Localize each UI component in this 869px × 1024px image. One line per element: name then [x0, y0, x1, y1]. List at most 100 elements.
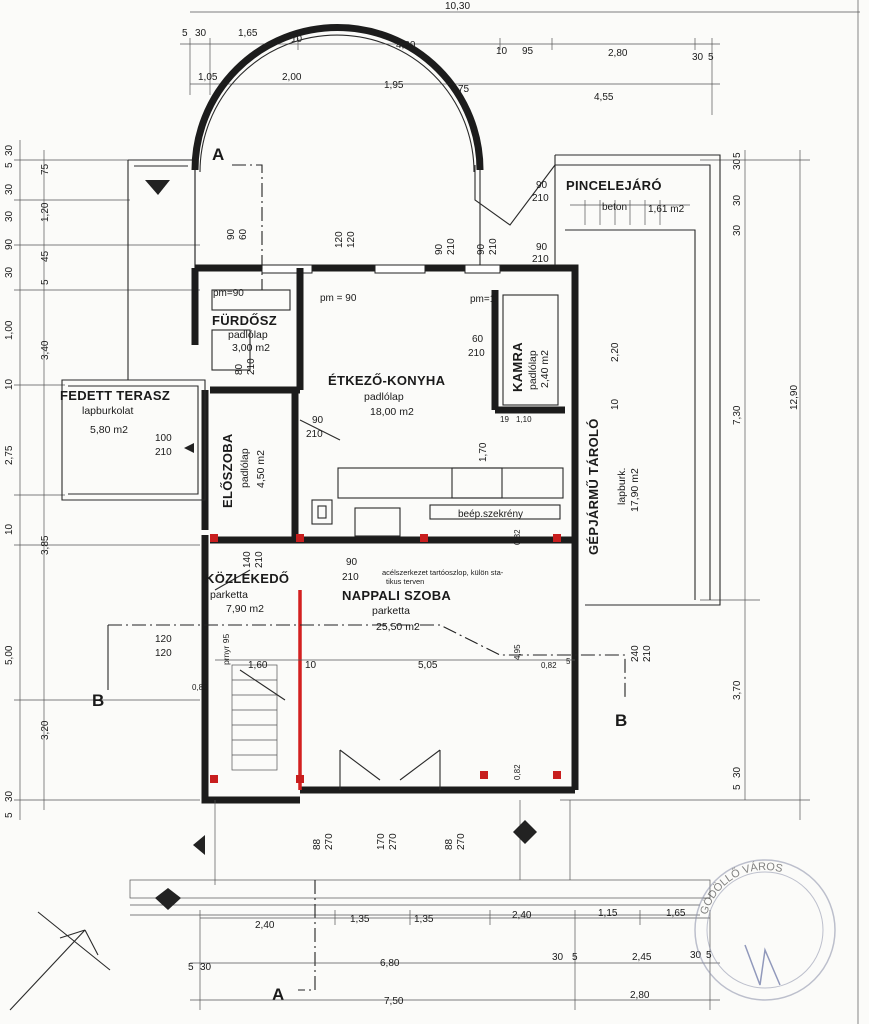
dim-right-6: 3,70	[732, 680, 743, 700]
dim-left-6: 30	[4, 210, 15, 222]
dim-bottom1-4: 2,40	[512, 910, 532, 921]
dim-right-7: 5	[732, 784, 743, 790]
dim-bottom1-5: 1,15	[598, 908, 618, 919]
door-d11-width: 120	[155, 634, 172, 645]
dim-bottom2-6: 2,45	[632, 952, 652, 963]
dim-right-total: 12,90	[789, 385, 800, 410]
dim-left-20: 30	[4, 790, 15, 802]
dim-left-5: 1,20	[40, 202, 51, 222]
door-d1-width: 90	[226, 228, 237, 240]
door-d17-width: 60	[472, 334, 484, 345]
dim-top2-4: 75	[458, 84, 470, 95]
dim-right-4: 30	[732, 224, 743, 236]
dim-top-4: 10	[291, 34, 303, 45]
signature-mark	[744, 944, 781, 986]
door-d3-height: 210	[446, 238, 457, 255]
dim-left-13: 10	[4, 378, 15, 390]
door-d8-width: 100	[155, 433, 172, 444]
room-name-furdoszoba: FÜRDŐSZ	[212, 313, 277, 328]
door-d2-width: 120	[334, 231, 345, 248]
room-floor-nappali: parketta	[372, 605, 410, 617]
note-prnyr: prnyr 95	[221, 634, 231, 665]
dim-left-2: 30	[4, 144, 15, 156]
door-d10-width: 90	[346, 557, 358, 568]
dim-left-1: 5	[4, 162, 15, 168]
room-name-fedett-terasz: FEDETT TERASZ	[60, 388, 170, 403]
top-dimension-chains: 10,30 5 30 1,65 10 4,00 10 95 2,80 30 5 …	[180, 1, 860, 115]
dim-overall-width: 10,30	[445, 1, 470, 12]
room-floor-etkezo-konyha: padlólap	[364, 391, 404, 403]
entry-arrow-icon	[193, 835, 205, 855]
entry-arrow-icon	[513, 820, 537, 844]
section-lines: A A B B	[92, 145, 627, 1004]
dim-left-17: 5,00	[4, 645, 15, 665]
approval-stamp: GÖDÖLLŐ VÁROS	[694, 859, 836, 1001]
room-name-kamra: KAMRA	[510, 342, 525, 392]
door-d16-width: 90	[536, 242, 548, 253]
left-dimension-chain: 5 30 75 30 1,20 30 90 45 30 5 1,00 3,40 …	[4, 140, 200, 820]
column-marker	[480, 771, 488, 779]
door-d13-width: 88	[312, 838, 323, 850]
dim-bottom2-4: 30	[552, 952, 564, 963]
right-dimension-chain: 30 5 30 30 12,90 7,30 3,70 5 30	[560, 150, 810, 820]
dim-left-9: 30	[4, 266, 15, 278]
dim-bottom3-2: 2,80	[630, 990, 650, 1001]
note-pm-90-bath: pm=90	[213, 288, 244, 299]
door-d4-width: 90	[476, 243, 487, 255]
dim-bottom3-1: 7,50	[384, 996, 404, 1007]
dim-left-18: 3,20	[40, 720, 51, 740]
dim-right-1: 30	[732, 158, 743, 170]
inner-dim-505: 5,05	[418, 660, 438, 671]
door-d9-width: 140	[242, 551, 253, 568]
dim-left-4: 30	[4, 183, 15, 195]
dim-left-12: 3,40	[40, 340, 51, 360]
inner-dim-110: 1,10	[516, 415, 532, 424]
room-name-kozlekedo: KÖZLEKEDŐ	[205, 571, 289, 586]
door-d8-height: 210	[155, 447, 172, 458]
inner-dim-495: 4,95	[513, 644, 522, 660]
dim-bottom1-1: 2,40	[255, 920, 275, 931]
inner-dim-living-10: 10	[305, 660, 317, 671]
door-d15-width: 88	[444, 838, 455, 850]
dim-left-10: 5	[40, 279, 51, 285]
door-d6-width: 80	[234, 363, 245, 375]
room-name-nappali: NAPPALI SZOBA	[342, 588, 451, 603]
dim-left-14: 2,75	[4, 445, 15, 465]
steel-structure	[210, 534, 561, 790]
room-floor-furdoszoba: padlólap	[228, 329, 268, 341]
room-area-nappali: 25,50 m2	[376, 621, 420, 633]
door-d3-width: 90	[434, 243, 445, 255]
room-name-eloszoba: ELŐSZOBA	[220, 433, 235, 508]
door-d7-height: 210	[306, 429, 323, 440]
column-marker	[210, 534, 218, 542]
door-d12-width: 240	[630, 645, 641, 662]
inner-dim-10: 10	[610, 398, 621, 410]
inner-dim-220: 2,20	[610, 342, 621, 362]
column-marker	[210, 775, 218, 783]
door-d7-width: 90	[312, 415, 324, 426]
dim-top-2: 30	[195, 28, 207, 39]
column-marker	[553, 534, 561, 542]
room-name-garazs: GÉPJÁRMŰ TÁROLÓ	[586, 418, 601, 555]
room-area-kamra: 2,40 m2	[539, 350, 551, 388]
note-pm-90-kitchen: pm = 90	[320, 293, 357, 304]
north-arrow-icon	[9, 911, 111, 1011]
dim-bottom2-5: 5	[572, 952, 578, 963]
note-steel-column-1: acélszerkezet tartóoszlop, külön sta-	[382, 568, 504, 577]
column-marker	[296, 775, 304, 783]
inner-dim-082-c: 0,82	[513, 764, 522, 780]
entry-arrow-icon	[145, 180, 170, 195]
door-size-labels: 90 60 120 120 90 210 90 210 90 210 90 21…	[155, 180, 653, 850]
dim-left-19: 5	[4, 812, 15, 818]
room-floor-fedett-terasz: lapburkolat	[82, 405, 133, 417]
dim-bottom1-2: 1,35	[350, 914, 370, 925]
section-mark-b-left: B	[92, 691, 104, 710]
dim-top-9: 30	[692, 52, 704, 63]
room-area-kozlekedo: 7,90 m2	[226, 603, 264, 615]
room-floor-kamra: padlólap	[527, 350, 539, 390]
dim-top2-3: 1,95	[384, 80, 404, 91]
room-name-pincelejaro: PINCELEJÁRÓ	[566, 178, 662, 193]
door-d16-height: 210	[532, 254, 549, 265]
